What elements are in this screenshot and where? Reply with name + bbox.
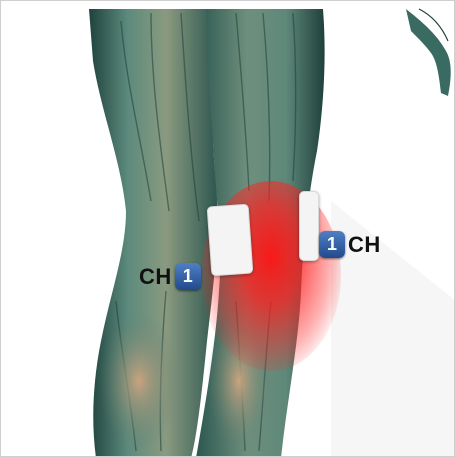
- channel-label-right: 1 CH: [319, 231, 381, 258]
- electrode-pad-right[interactable]: [299, 191, 319, 261]
- channel-number-badge: 1: [175, 263, 201, 290]
- channel-text: CH: [139, 264, 172, 290]
- electrode-pad-left[interactable]: [207, 204, 254, 277]
- channel-text: CH: [348, 232, 381, 258]
- channel-label-left: CH 1: [139, 263, 201, 290]
- hand: [406, 9, 451, 96]
- channel-number-badge: 1: [319, 231, 345, 258]
